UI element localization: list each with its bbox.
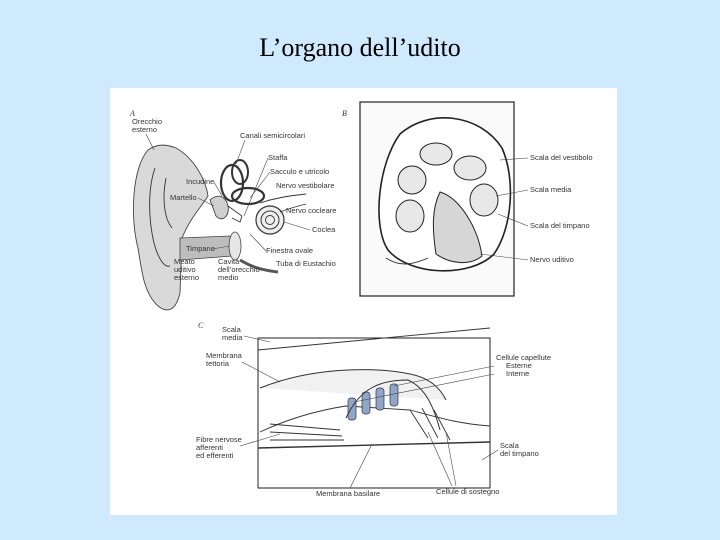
semicircular-canals-drawing bbox=[221, 160, 264, 204]
label-cellule-capellute-3: Interne bbox=[506, 369, 529, 378]
label-martello: Martello bbox=[170, 193, 197, 202]
panel-letter-c: C bbox=[198, 321, 204, 330]
label-nervo-vestibolare: Nervo vestibolare bbox=[276, 181, 334, 190]
label-scala-media-c-2: media bbox=[222, 333, 243, 342]
ear-anatomy-figure: A Orecchio esterno bbox=[110, 88, 617, 515]
label-meato-3: esterno bbox=[174, 273, 199, 282]
label-scala-timpano-b: Scala del timpano bbox=[530, 221, 590, 230]
label-finestra-ovale: Finestra ovale bbox=[266, 246, 313, 255]
panel-letter-b: B bbox=[342, 109, 347, 118]
slide-title: L’organo dell’udito bbox=[0, 33, 720, 63]
label-sacculo-utricolo: Sacculo e utricolo bbox=[270, 167, 329, 176]
pinna-drawing bbox=[133, 145, 208, 310]
label-canali-semicircolari: Canali semicircolari bbox=[240, 131, 305, 140]
label-cavita-3: medio bbox=[218, 273, 238, 282]
label-nervo-cocleare: Nervo cocleare bbox=[286, 206, 336, 215]
label-fibre-nervose-3: ed efferenti bbox=[196, 451, 234, 460]
label-membrana-basilare: Membrana basilare bbox=[316, 489, 380, 498]
ear-anatomy-illustration: A Orecchio esterno bbox=[110, 88, 617, 515]
label-scala-vestibolo: Scala del vestibolo bbox=[530, 153, 593, 162]
ossicles-drawing bbox=[210, 196, 228, 219]
label-orecchio-esterno-2: esterno bbox=[132, 125, 157, 134]
cochlea-section-drawing bbox=[379, 118, 510, 271]
label-timpano: Timpano bbox=[186, 244, 215, 253]
label-staffa: Staffa bbox=[268, 153, 288, 162]
label-scala-media-b: Scala media bbox=[530, 185, 572, 194]
eardrum-drawing bbox=[229, 232, 241, 260]
label-membrana-tettoria-2: tettoria bbox=[206, 359, 230, 368]
label-incudine: Incudine bbox=[186, 177, 214, 186]
label-coclea: Coclea bbox=[312, 225, 336, 234]
organ-of-corti-drawing bbox=[258, 328, 490, 488]
label-nervo-uditivo: Nervo uditivo bbox=[530, 255, 574, 264]
cochlea-drawing bbox=[256, 206, 284, 234]
label-scala-timpano-c-2: del timpano bbox=[500, 449, 539, 458]
vestibular-nerve-drawing bbox=[260, 194, 306, 203]
label-tuba: Tuba di Eustachio bbox=[276, 259, 336, 268]
label-cellule-sostegno: Cellule di sostegno bbox=[436, 487, 499, 496]
